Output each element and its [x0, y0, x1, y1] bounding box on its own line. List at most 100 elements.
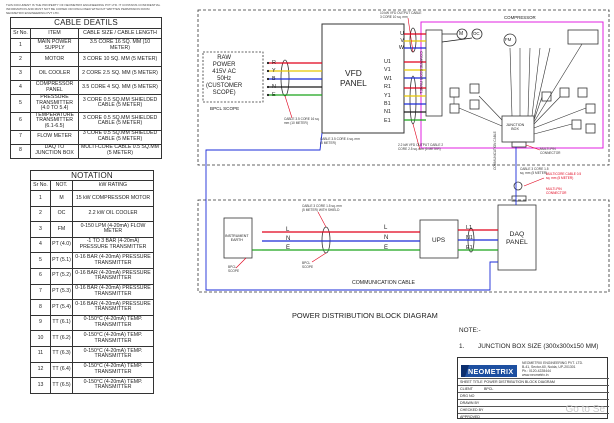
logo-text: NEOMETRIX: [468, 366, 514, 376]
terminal-n: N: [272, 84, 276, 90]
vfd-panel-label: VFD PANEL: [340, 68, 367, 88]
communication-cable-label: COMMUNICATION CABLE: [352, 280, 416, 286]
motor-label: M: [459, 31, 464, 37]
cable-details-table: CABLE DEATILS Sr No. ITEM CABLE SIZE / C…: [10, 17, 162, 159]
raw-power-line-6: SCOPE): [212, 90, 236, 96]
terminal-y1: Y1: [384, 92, 391, 99]
title-block-key: DRAWN BY: [460, 401, 480, 405]
oil-cooler-label: OC: [473, 31, 480, 36]
ups-out-l1: L1: [466, 225, 472, 231]
raw-power-line-2: POWER: [212, 62, 236, 68]
instrument-earth-line-2: EARTH: [230, 238, 243, 243]
vfd-label-1: VFD: [345, 68, 362, 78]
copyright-notice: THIS DOCUMENT IS THE PROPERTY OF NEOMETR…: [6, 3, 161, 15]
title-block-key: APPROVED: [460, 415, 480, 419]
compressor-label: COMPRESSOR: [504, 15, 536, 20]
title-block: NEOMETRIX NEOMETRIX ENGINEERING PVT. LTD…: [457, 357, 609, 419]
ups-label: UPS: [432, 237, 446, 244]
main-cable-gland: [280, 59, 290, 97]
title-block-value: POWER DISTRIBUTION BLOCK DIAGRAM: [484, 380, 555, 384]
note-number: 1.: [459, 343, 465, 350]
terminal-y: Y: [272, 68, 276, 74]
raw-power-label: RAW POWER 415V AC 50Hz (CUSTOMER SCOPE): [206, 55, 242, 97]
cable-note-oc-out: 2.2 kW VFD OUTPUT CABLE 2 CORE 2.5 sq. m…: [398, 143, 444, 151]
cable-row-cell: 4: [10, 80, 31, 95]
terminal-w: W: [398, 45, 404, 52]
title-block-row: CLIENT BPCL: [458, 385, 609, 392]
bpcl-scope-label: BPCL SCOPE: [210, 106, 240, 111]
terminal-r1: R1: [384, 84, 391, 91]
junction-box-line-2: BOX: [511, 127, 519, 132]
cable-note-daq-jb: CABLE 3 CORE 1.5 sq. mm (5 METER): [520, 167, 549, 175]
terminal-w1: W1: [384, 75, 393, 82]
company-web: www.neometrix.in: [522, 373, 549, 377]
cable-note-vfd-out: 10 kW VFD OUTPUT CABLE 3 CORE 10 sq. mm: [380, 11, 422, 19]
daq-line-2: PANEL: [506, 239, 528, 246]
title-block-row: CHECKED BY: [458, 406, 609, 413]
vfd-label-2: PANEL: [340, 78, 367, 88]
terminal-v: V: [400, 38, 404, 45]
raw-power-line-1: RAW: [217, 55, 231, 61]
instrument-earth-label: INSTRUMENT EARTH: [225, 234, 249, 242]
terminal-e: E: [272, 92, 276, 98]
instrument-earth-box: [223, 217, 253, 259]
ups-output-labels: L1 N1 E1: [466, 223, 473, 253]
company-logo: [461, 365, 517, 377]
company-address-line: B-41, Sector-60, Noida, UP-201301: [522, 365, 576, 369]
junction-box-label: JUNCTION BOX: [506, 123, 524, 131]
company-phone: Ph.: 0120-4228444: [522, 369, 551, 373]
compressor-panel-label: COMPRESSOR PANEL: [418, 51, 424, 94]
bpcl-scope-earth: BPCL SCOPE: [228, 265, 240, 273]
title-block-key: CHECKED BY: [460, 408, 484, 412]
notation-header-rating: kW RATING: [72, 180, 154, 191]
lne-labels-ups: L N E: [384, 223, 388, 253]
vfd-output-terminals: U V W: [396, 31, 404, 53]
raw-power-line-5: (CUSTOMER: [206, 83, 243, 89]
notation-row-cell: 0-150°C (4-20mA) TEMP. TRANSMITTER: [72, 361, 154, 379]
ups-label-n: N: [384, 235, 389, 241]
vfd-input-terminals: U1 V1 W1 R1 Y1 B1 N1 E1: [384, 58, 392, 125]
ups-box: [419, 219, 459, 259]
lower-scope-boundary: [197, 199, 610, 293]
company-address: NEOMETRIX ENGINEERING PVT. LTD. B-41, Se…: [522, 361, 606, 377]
note-text: JUNCTION BOX SIZE (300x300x150 MM): [478, 343, 599, 350]
cable-note-shielded: CABLE 3 CORE 1.5 sq. mm (5 METER) WITH S…: [302, 204, 342, 212]
label-l: L: [286, 227, 290, 233]
cable-row-cell: 3 CORE 0.5 SQ.MM SHIELDED CABLE (5 METER…: [78, 111, 162, 131]
terminal-v1: V1: [384, 67, 391, 74]
daq-panel-label: DAQ PANEL: [506, 231, 528, 247]
title-block-key: CLIENT: [460, 387, 473, 391]
cable-row-cell: MULTI-CORE CABLE 0.5 SQ.MM (5 METER): [78, 143, 162, 159]
cable-note-compressor: CABLE 3.5 CORE 4 sq. mm (5 METER): [320, 137, 360, 145]
cable-note-main: CABLE 3.5 CORE 16 sq. mm (10 METER): [284, 117, 320, 125]
upper-scope-boundary: [197, 9, 610, 166]
cable-note-multicore: MULTICORE CABLE 0.5 sq. mm (5 METER): [546, 172, 582, 180]
raw-power-box: [202, 51, 264, 103]
activation-watermark: Go to Se: [565, 404, 605, 415]
ups-out-e1: E1: [466, 245, 473, 251]
oil-cooler-symbol: [471, 28, 483, 40]
terminal-b1: B1: [384, 101, 391, 108]
compressor-panel-box: [425, 29, 443, 117]
compressor-box: [420, 21, 604, 149]
title-block-value: BPCL: [484, 387, 494, 391]
daq-line-1: DAQ: [509, 231, 525, 238]
notation-row-cell: 0-16 BAR (4-20mA) PRESSURE TRANSMITTER: [72, 299, 154, 316]
raw-power-line-3: 415V AC: [212, 69, 236, 75]
title-block-row: DRAWN BY: [458, 399, 609, 406]
comm-cable-vertical-label: COMMUNICATION CABLE: [493, 131, 497, 170]
